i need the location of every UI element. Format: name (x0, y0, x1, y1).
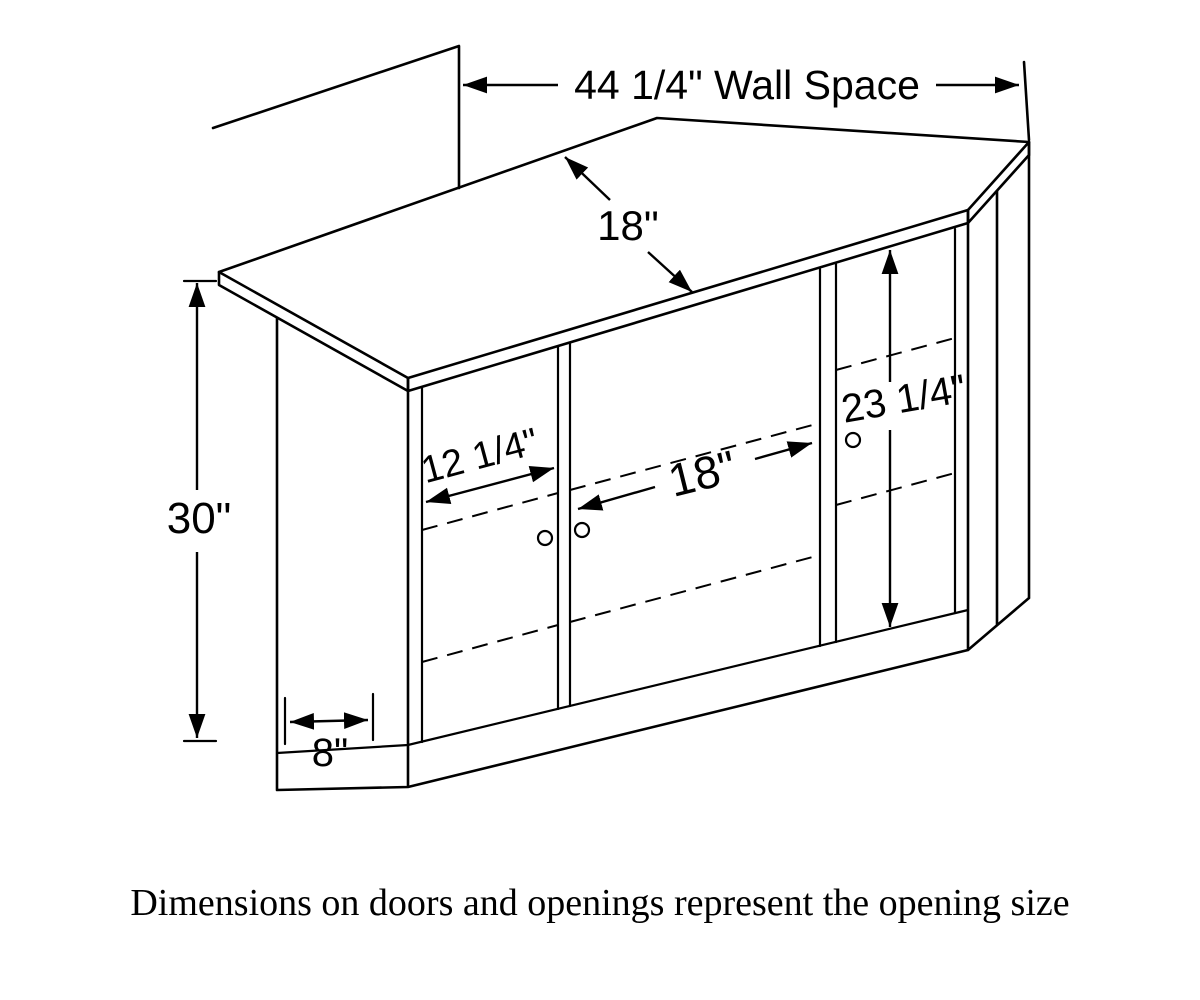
right-opening-label: 23 1/4" (838, 367, 969, 432)
top-depth-dimension: 18" (564, 156, 693, 293)
top-depth-label: 18" (597, 202, 659, 249)
center-opening-dimension: 18" (577, 440, 813, 511)
left-opening-dimension: 12 1/4" (417, 421, 555, 504)
left-opening-label: 12 1/4" (417, 421, 543, 492)
cabinet-body (217, 116, 1031, 792)
wall-lines (211, 44, 1031, 190)
center-door-knob (573, 521, 591, 539)
base-rail-line (275, 608, 970, 755)
overall-height-dimension: 30" (167, 279, 232, 743)
door-stiles (420, 227, 957, 744)
cabinet-outline (275, 140, 1031, 792)
cabinet-top-edge-band (217, 140, 1031, 393)
cabinet-top-surface (217, 116, 1031, 380)
right-door-knob (844, 431, 862, 449)
caption-text: Dimensions on doors and openings represe… (130, 882, 1069, 924)
side-width-label: 8" (312, 731, 348, 775)
side-width-dimension: 8" (283, 692, 375, 775)
wall-space-dimension: 44 1/4" Wall Space (463, 62, 1019, 108)
overall-height-label: 30" (167, 494, 232, 543)
left-door-knob (536, 529, 554, 547)
wall-space-label: 44 1/4" Wall Space (574, 62, 920, 108)
center-opening-label: 18" (663, 440, 741, 507)
